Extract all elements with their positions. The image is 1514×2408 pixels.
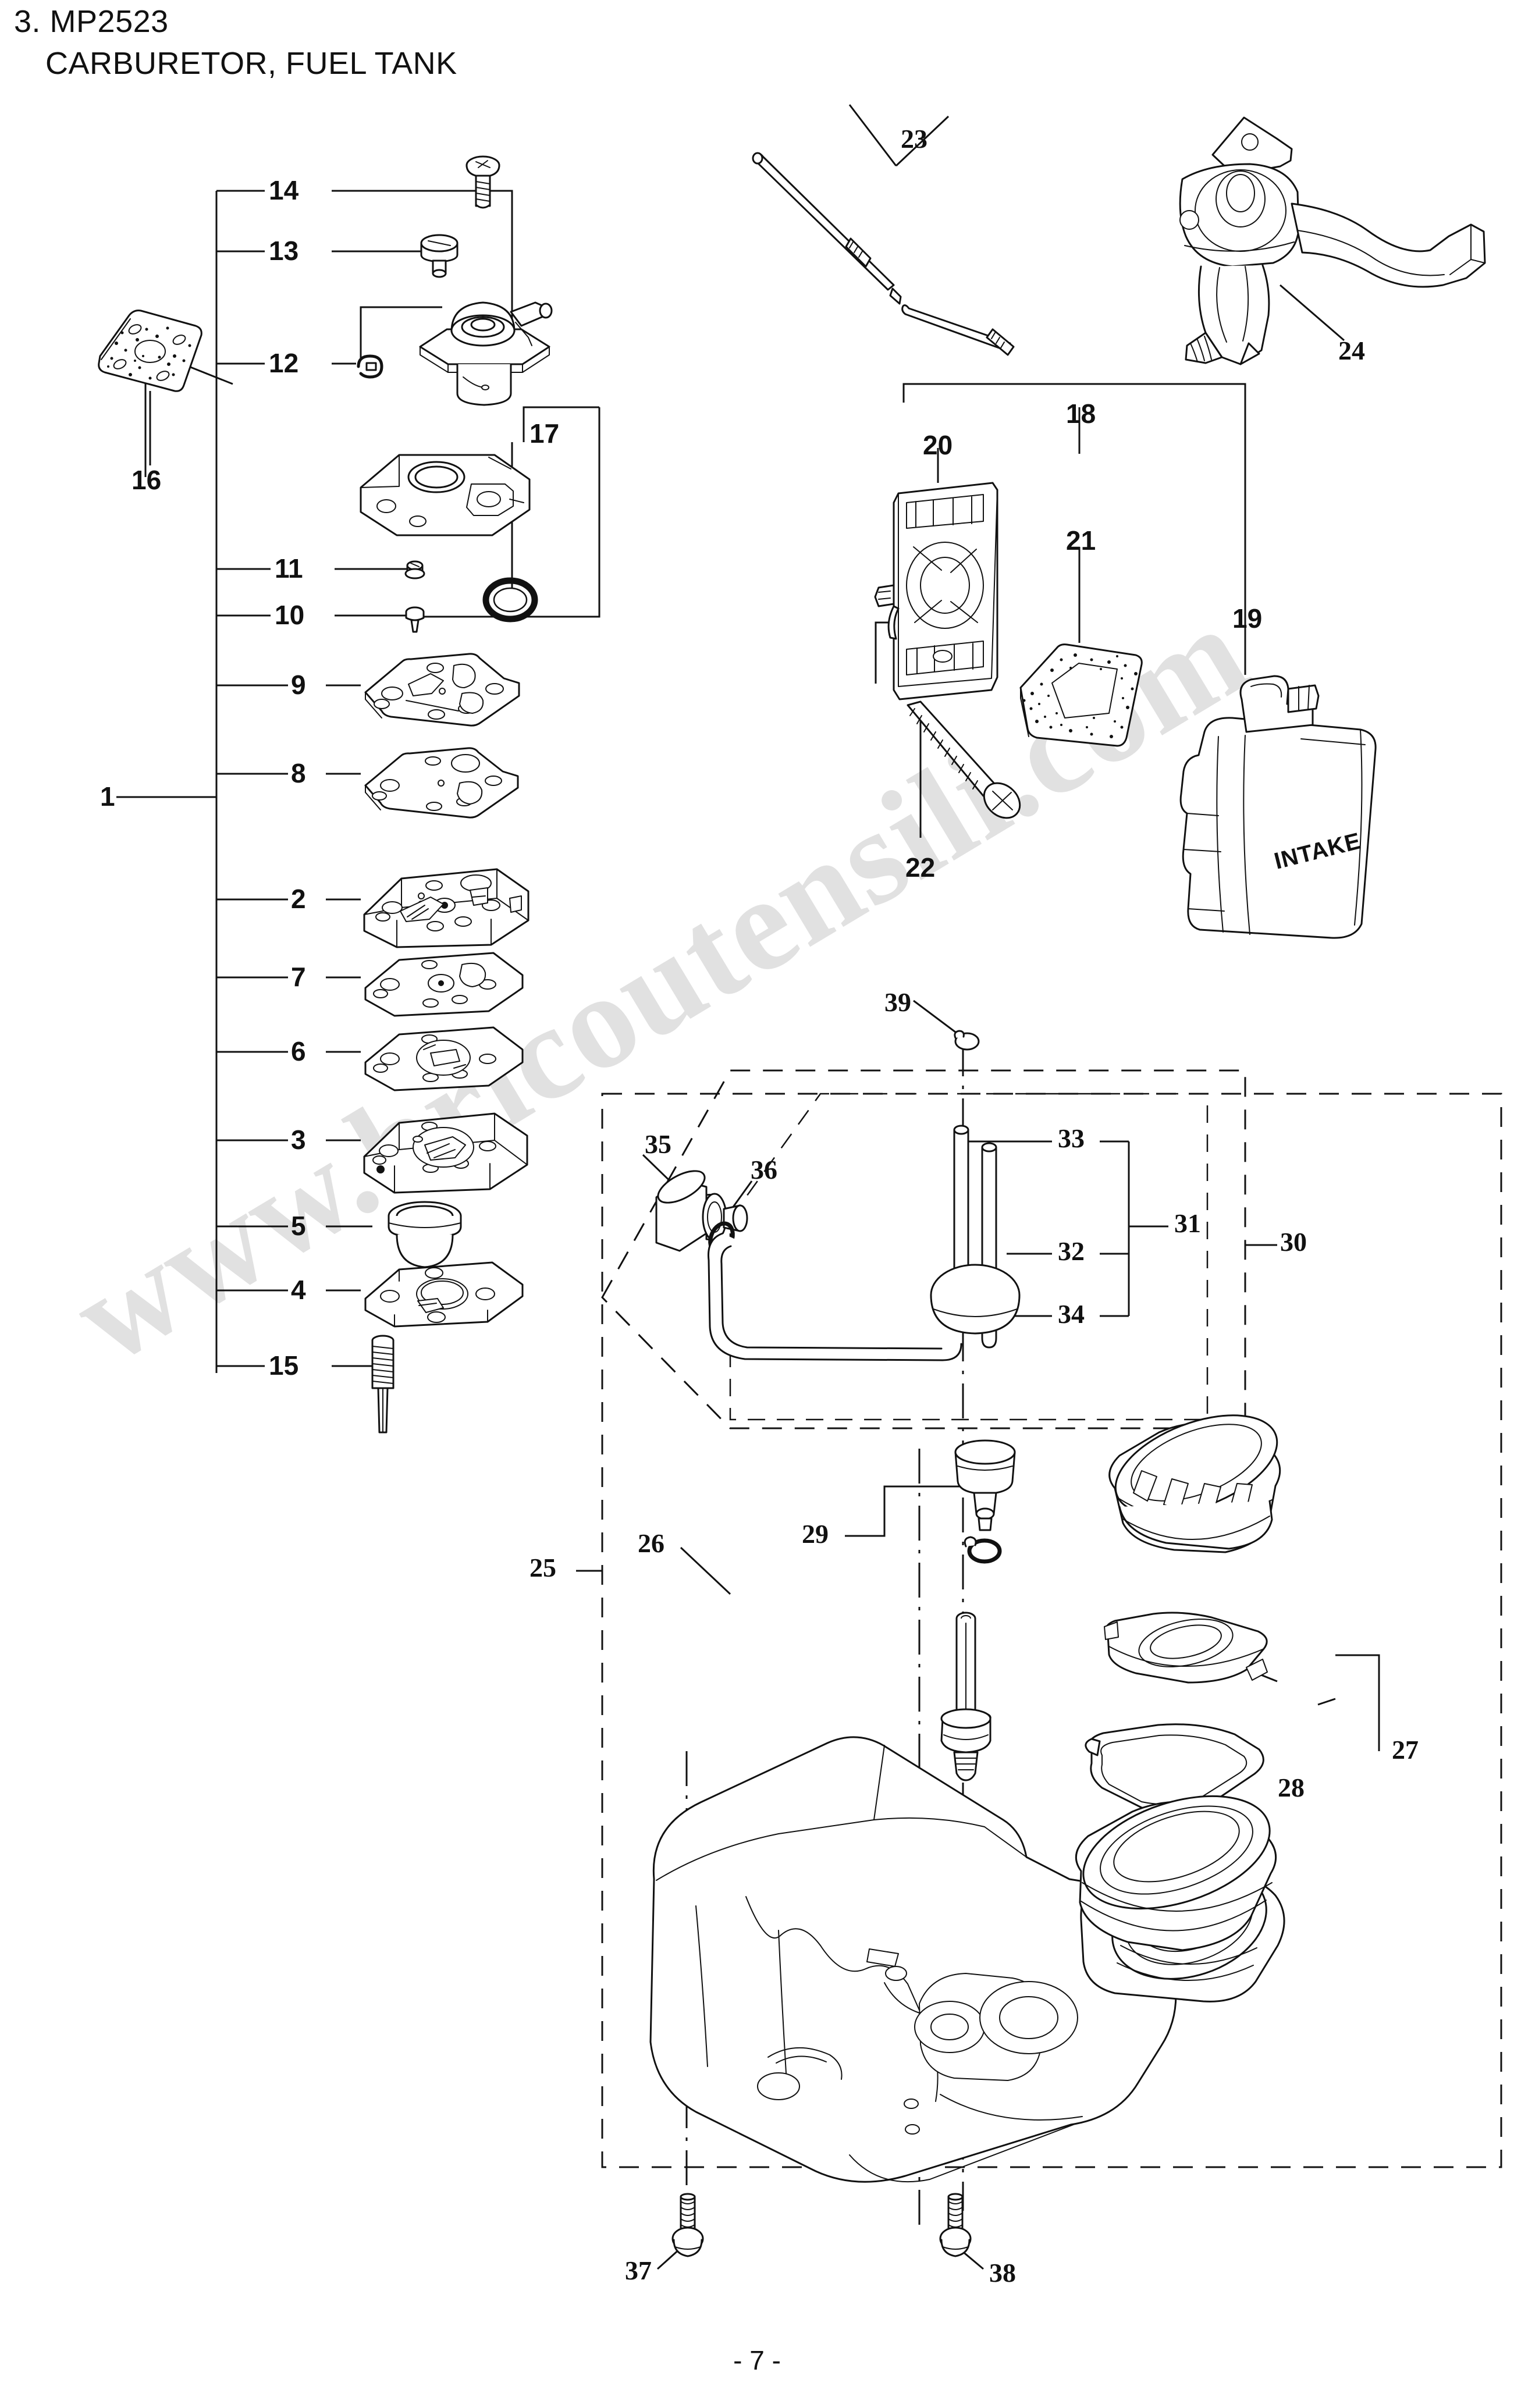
callout-16: 16 [132,465,162,495]
callout-29: 29 [802,1519,829,1549]
callout-35: 35 [645,1129,671,1159]
callout-22: 22 [905,852,936,883]
fuel-pickup-assembly [708,1125,1021,1361]
part-17-o-ring [482,577,538,623]
callout-15: 15 [269,1350,299,1381]
part-39-vent-plug [954,1030,980,1051]
page-number: - 7 - [733,2345,781,2375]
callout-14: 14 [269,175,299,205]
part-19-air-cleaner-cover: INTAKE [1179,675,1377,939]
part-4-insulator-plate [364,1261,524,1328]
callout-28: 28 [1278,1773,1305,1802]
part-37-tank-screw-left [671,2193,704,2257]
part-14-pan-head-screw [465,155,500,209]
callout-19: 19 [1232,603,1263,634]
callout-31: 31 [1174,1208,1201,1238]
page-title-model: 3. MP2523 [14,4,169,39]
part-21-air-filter-element [1019,643,1143,747]
callout-25: 25 [529,1553,556,1582]
callout-18: 18 [1066,399,1096,429]
callout-20: 20 [923,430,953,460]
fuel-tank-neck [1075,1795,1277,1951]
callout-34: 34 [1058,1299,1085,1329]
carburetor-choke-body [419,301,553,406]
callout-4: 4 [291,1275,306,1305]
part-22-air-cleaner-screw [907,700,1021,819]
part-23-throttle-rod [752,152,1015,356]
callout-39: 39 [884,987,911,1017]
part-6-metering-diaphragm [364,1026,524,1091]
part-27-fuel-cap-assembly [1108,1414,1281,1553]
part-16-foam-spacer [98,310,202,392]
part-20-air-cleaner-base [874,482,998,700]
callout-12: 12 [269,348,299,378]
part-15-long-mounting-screw [371,1335,395,1434]
part-5-primer-bulb [388,1201,462,1268]
part-24-throttle-lever-bracket [1179,116,1486,365]
callout-7: 7 [291,962,306,992]
callout-30: 30 [1280,1227,1307,1257]
callout-21: 21 [1066,525,1096,556]
part-9-pump-gasket [364,653,520,727]
callout-32: 32 [1058,1236,1085,1266]
callout-2: 2 [291,884,306,914]
part-10-adjust-screw [405,606,425,633]
callout-26: 26 [638,1528,664,1558]
callout-9: 9 [291,670,306,700]
part-38-tank-screw-right [939,2193,972,2257]
callout-11: 11 [275,553,303,584]
callout-37: 37 [625,2256,652,2285]
part-11-limiter-cap [404,560,425,579]
callout-23: 23 [901,124,927,154]
callout-17: 17 [529,418,560,449]
part-28-fuel-cap-gasket [1104,1612,1268,1684]
callout-13: 13 [269,236,299,266]
part-8-pump-diaphragm [364,747,519,819]
callout-8: 8 [291,758,306,788]
callout-3: 3 [291,1125,306,1155]
callout-33: 33 [1058,1123,1085,1153]
part-7-metering-gasket [364,952,524,1017]
callout-27: 27 [1392,1735,1419,1765]
callout-6: 6 [291,1036,306,1066]
callout-38: 38 [989,2258,1016,2288]
callout-1: 1 [100,781,115,812]
carburetor-main-body [360,454,531,536]
part-29-fuel-filler-grommet [954,1439,1016,1564]
part-3-carburetor-body [363,1112,528,1194]
callout-24: 24 [1338,336,1365,365]
callout-36: 36 [751,1155,777,1185]
page-title-section: CARBURETOR, FUEL TANK [45,46,457,81]
callout-5: 5 [291,1211,306,1241]
part-12-retaining-clip [357,354,383,379]
part-2-metering-body [363,868,529,948]
callout-10: 10 [275,600,305,630]
